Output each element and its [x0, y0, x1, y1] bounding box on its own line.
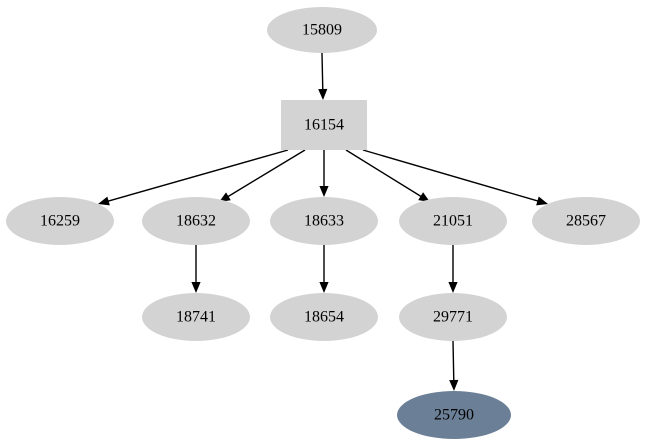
edge-line: [226, 149, 306, 198]
graph-edge: [98, 149, 289, 206]
edge-arrowhead-icon: [536, 196, 548, 206]
graph-edge: [319, 245, 329, 293]
graph-edge: [219, 149, 306, 202]
edge-arrowhead-icon: [449, 379, 459, 391]
node-ellipse-shape[interactable]: [399, 197, 507, 245]
graph-node-18654[interactable]: 18654: [270, 293, 378, 341]
graph-edge: [319, 150, 329, 197]
graph-node-25790[interactable]: 25790: [397, 391, 511, 439]
graph-node-18633[interactable]: 18633: [270, 197, 378, 245]
node-ellipse-shape[interactable]: [142, 197, 250, 245]
graph-edge: [448, 245, 458, 293]
edge-arrowhead-icon: [219, 192, 231, 202]
edge-arrowhead-icon: [318, 88, 328, 100]
node-ellipse-shape[interactable]: [267, 7, 377, 53]
edge-arrowhead-icon: [418, 192, 430, 202]
graph-node-15809[interactable]: 15809: [267, 7, 377, 53]
graph-edge: [345, 149, 430, 202]
edge-line: [321, 52, 324, 92]
edge-line: [362, 149, 540, 203]
graph-node-16154[interactable]: 16154: [281, 100, 367, 150]
node-ellipse-shape[interactable]: [270, 293, 378, 341]
edge-line: [345, 149, 423, 198]
node-ellipse-shape[interactable]: [397, 391, 511, 439]
node-ellipse-shape[interactable]: [399, 293, 507, 341]
edges-layer: [98, 52, 548, 391]
node-box-shape[interactable]: [281, 100, 367, 150]
edge-arrowhead-icon: [319, 282, 329, 293]
graph-node-21051[interactable]: 21051: [399, 197, 507, 245]
graph-edge: [449, 340, 459, 391]
node-ellipse-shape[interactable]: [532, 197, 640, 245]
node-ellipse-shape[interactable]: [270, 197, 378, 245]
edge-line: [452, 340, 455, 383]
graph-node-28567[interactable]: 28567: [532, 197, 640, 245]
graph-node-29771[interactable]: 29771: [399, 293, 507, 341]
graph-edge: [318, 52, 328, 100]
edge-line: [106, 149, 289, 203]
graph-node-18741[interactable]: 18741: [142, 293, 250, 341]
graph-node-18632[interactable]: 18632: [142, 197, 250, 245]
graph-edge: [362, 149, 548, 206]
node-ellipse-shape[interactable]: [6, 197, 114, 245]
graph-edge: [191, 245, 201, 293]
node-ellipse-shape[interactable]: [142, 293, 250, 341]
graph-node-16259[interactable]: 16259: [6, 197, 114, 245]
edge-arrowhead-icon: [191, 282, 201, 293]
edge-arrowhead-icon: [319, 186, 329, 197]
edge-arrowhead-icon: [98, 196, 110, 206]
edge-arrowhead-icon: [448, 282, 458, 293]
